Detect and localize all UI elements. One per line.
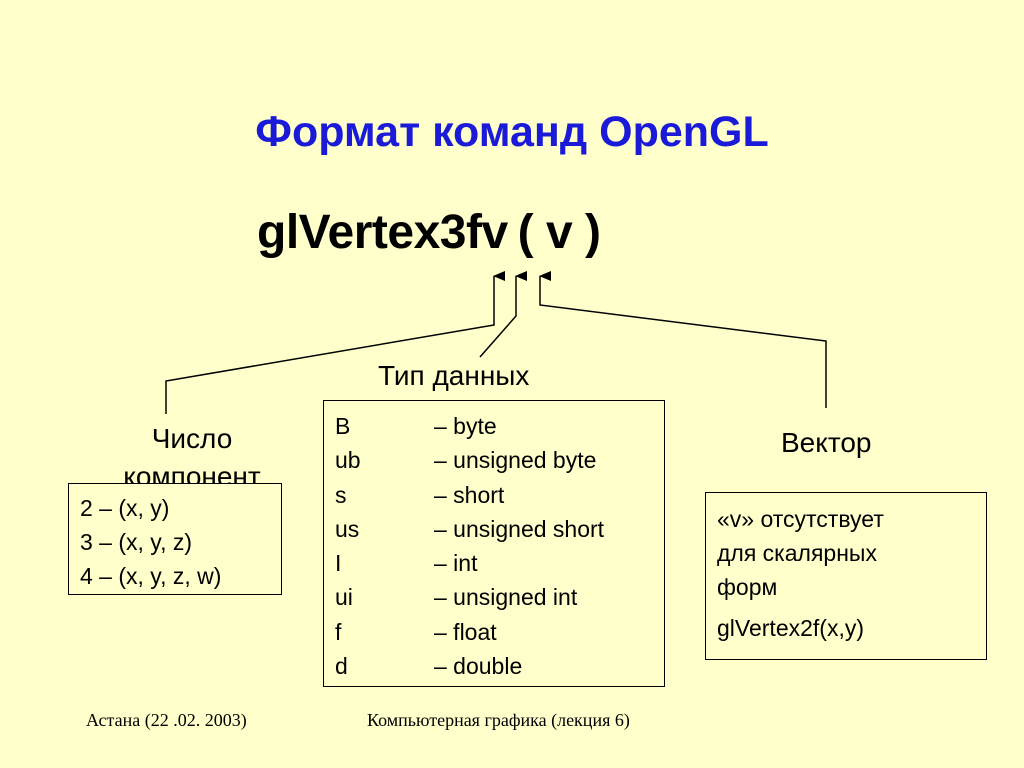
footer-location-date: Астана (22 .02. 2003) [86,710,247,730]
table-row: ub – unsigned byte [335,443,664,477]
table-row: I – int [335,546,664,580]
data-type-table: B – byte ub – unsigned byte s – short us – u… [323,400,665,687]
type-code: d [335,653,348,680]
function-name: glVertex3fv [257,206,508,259]
type-code: f [335,618,342,645]
table-row: ui – unsigned int [335,580,664,614]
type-desc: – unsigned short [434,515,605,542]
table-row: us – unsigned short [335,512,664,546]
component-count-label-line1: Число [151,423,233,454]
table-row: f – float [335,615,664,649]
table-row: d – double [335,649,664,683]
vector-label: Вектор [781,427,872,458]
arrow-data-type [479,271,527,358]
function-signature: glVertex3fv( v ) [257,205,601,260]
spacer [717,604,986,611]
slide-title: Формат команд OpenGL [255,108,769,156]
vector-note-line1: «v» отсутствует [717,506,884,532]
component-count-box: 2 – (x, y) 3 – (x, y, z) 4 – (x, y, z, w… [68,483,282,595]
type-code: I [335,550,342,577]
type-desc: – float [434,618,497,645]
footer-course: Компьютерная графика (лекция 6) [367,710,630,730]
type-code: ui [335,584,353,611]
vector-note-box: «v» отсутствует для скалярных форм glVer… [705,492,987,660]
type-desc: – unsigned int [434,584,578,611]
type-code: s [335,481,347,508]
vector-note-example: glVertex2f(x,y) [717,615,864,641]
function-args: ( v ) [517,206,601,259]
type-code: ub [335,447,361,474]
type-desc: – double [434,653,523,680]
vector-note-line3: форм [717,574,778,600]
type-desc: – int [434,550,478,577]
type-code: us [335,515,360,542]
list-item: 2 – (x, y) [80,495,170,521]
type-desc: – unsigned byte [434,447,597,474]
list-item: 3 – (x, y, z) [80,529,193,555]
data-type-label: Тип данных [378,360,530,391]
list-item: 4 – (x, y, z, w) [80,563,222,589]
table-row: B – byte [335,409,664,443]
type-desc: – byte [434,413,497,439]
arrow-vector [539,271,827,408]
table-row: s – short [335,478,664,512]
type-desc: – short [434,481,505,508]
arrow-component-count [165,271,505,414]
type-code: B [335,413,351,439]
vector-note-line2: для скалярных [717,540,877,566]
